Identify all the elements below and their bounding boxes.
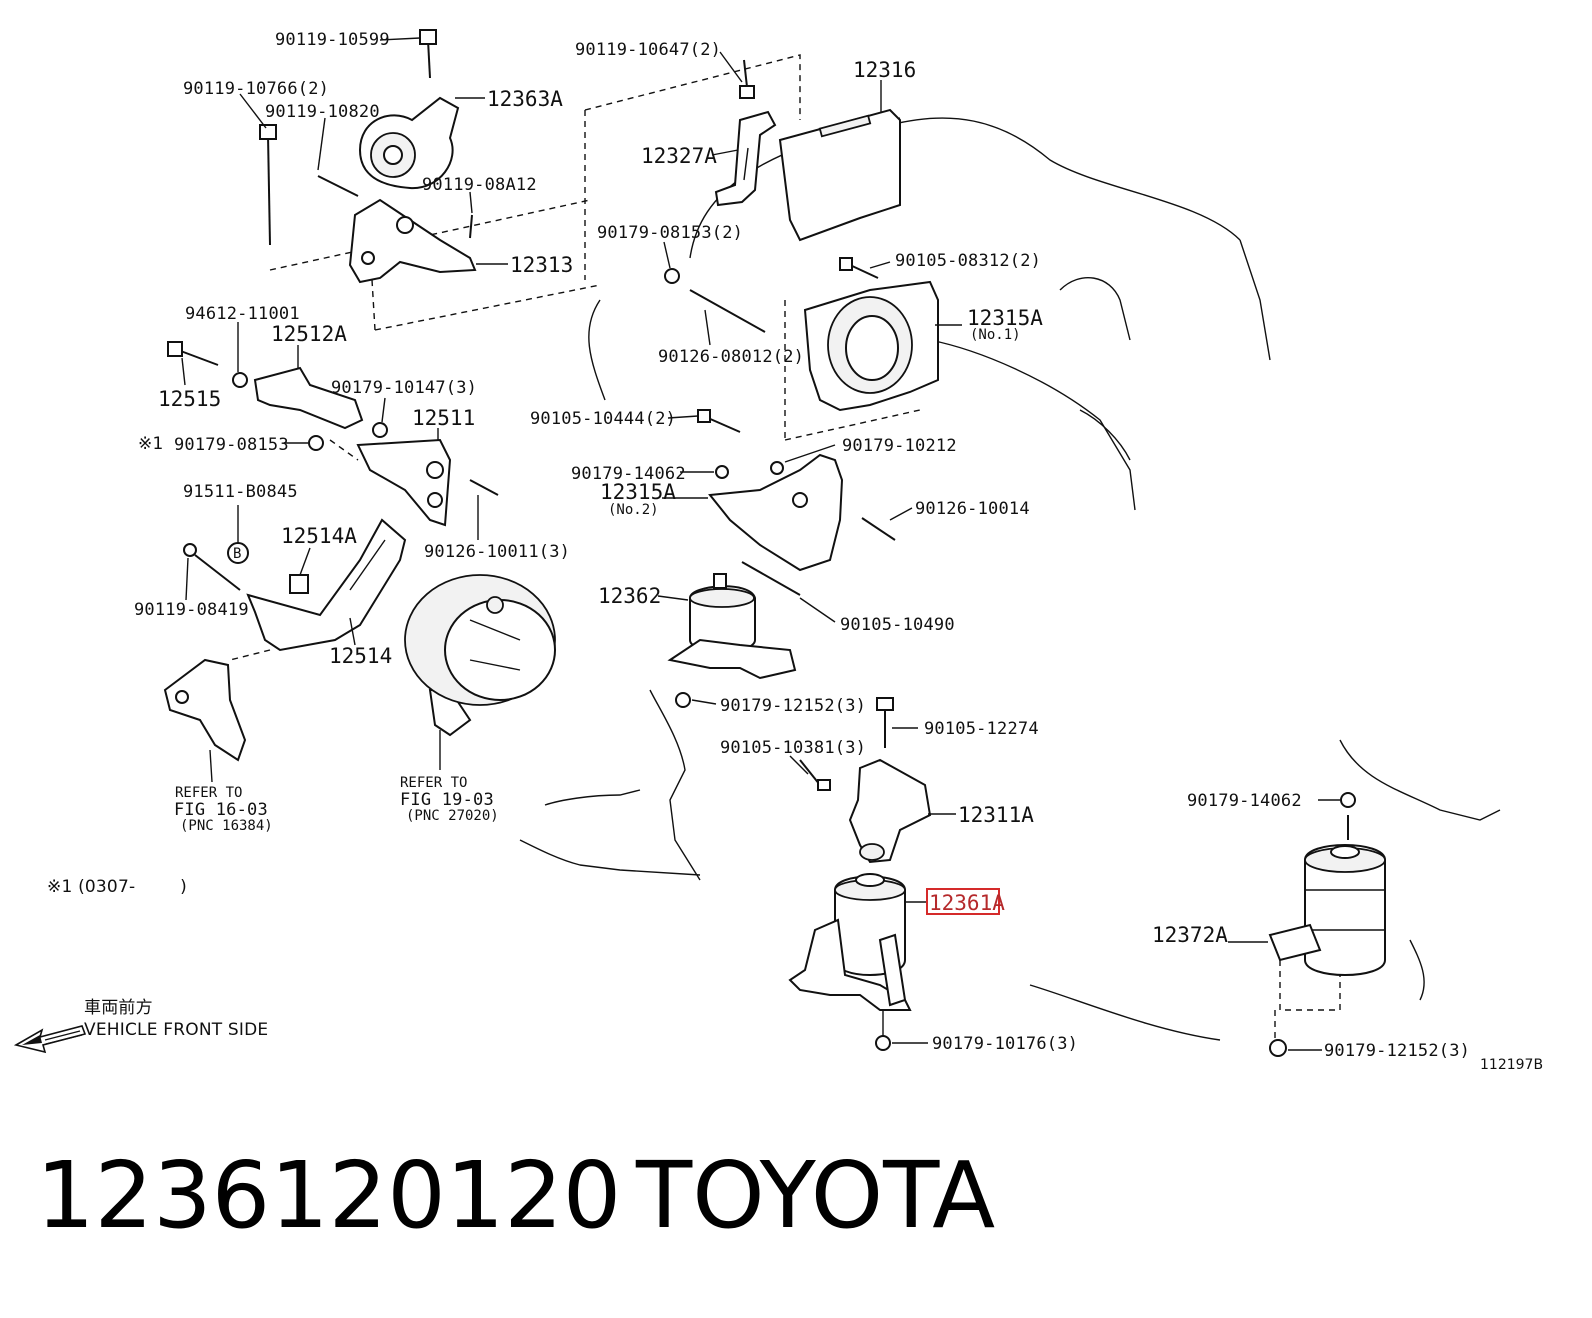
notes: ※1 (0307- ) 車両前方 VEHICLE FRONT SIDE: [47, 877, 268, 1040]
callout-12362: 12362: [598, 584, 661, 608]
group-12315A-no1: [663, 241, 962, 441]
callout-12515: 12515: [158, 387, 221, 411]
refer-1-line1: REFER TO: [175, 785, 242, 801]
callout-90105-10444: 90105-10444(2): [530, 409, 676, 429]
callout-12313: 12313: [510, 253, 573, 277]
callout-12315A-no2: 12315A: [600, 480, 676, 504]
callout-12363A: 12363A: [487, 87, 563, 111]
callout-90105-08312: 90105-08312(2): [895, 251, 1041, 271]
callout-12511: 12511: [412, 406, 475, 430]
refer-2-line2: FIG 19-03: [400, 790, 494, 810]
vehicle-front-jp: 車両前方: [84, 998, 153, 1018]
highlight-box-12361A: [926, 888, 1000, 915]
callout-12315A-no1: 12315A: [967, 306, 1043, 330]
callout-12514: 12514: [329, 644, 392, 668]
callout-90179-12152-a: 90179-12152(3): [720, 696, 866, 716]
callout-labels: 90119-10599 90119-10766(2) 12363A 90119-…: [134, 30, 1543, 1073]
callout-94612-11001: 94612-11001: [185, 304, 300, 324]
callout-90126-10014: 90126-10014: [915, 499, 1030, 519]
callout-no1: (No.1): [970, 327, 1021, 343]
callout-90119-08A12: 90119-08A12: [422, 175, 537, 195]
callout-90105-10490: 90105-10490: [840, 615, 955, 635]
callout-90126-08012: 90126-08012(2): [658, 347, 804, 367]
callout-90119-10647: 90119-10647(2): [575, 40, 721, 60]
callout-90179-14062-a: 90179-14062: [571, 464, 686, 484]
refer-2-line1: REFER TO: [400, 775, 467, 791]
brand-title: TOYOTA: [636, 1142, 996, 1249]
callout-12361A: 12361A: [929, 891, 1005, 915]
callout-12372A: 12372A: [1152, 923, 1228, 947]
footnote-text: ※1 (0307- ): [47, 877, 187, 897]
callout-90179-10212: 90179-10212: [842, 436, 957, 456]
refer-1-line2: FIG 16-03: [174, 800, 268, 820]
group-12372A: [1228, 792, 1386, 1057]
refer-labels: REFER TO FIG 16-03 (PNC 16384) REFER TO …: [174, 775, 499, 834]
group-12363A-12313: [239, 29, 601, 331]
callout-12327A: 12327A: [641, 144, 717, 168]
alternator: [404, 574, 556, 770]
group-12311A-12361A: [788, 697, 956, 1051]
callout-90179-10147: 90179-10147(3): [331, 378, 477, 398]
callout-12514A: 12514A: [281, 524, 357, 548]
callout-90179-14062-b: 90179-14062: [1187, 791, 1302, 811]
vehicle-front-en: VEHICLE FRONT SIDE: [84, 1020, 268, 1040]
callout-90126-10011: 90126-10011(3): [424, 542, 570, 562]
callout-91511-B0845: 91511-B0845: [183, 482, 298, 502]
callout-12316: 12316: [853, 58, 916, 82]
callout-note-mark: ※1: [138, 434, 163, 454]
refer-2-line3: (PNC 27020): [406, 808, 499, 824]
callout-no2: (No.2): [608, 502, 659, 518]
callout-90179-10176: 90179-10176(3): [932, 1034, 1078, 1054]
callout-90105-12274: 90105-12274: [924, 719, 1039, 739]
group-12514: [163, 505, 407, 783]
engine-outline: [519, 117, 1501, 1041]
group-12316-12327A: [584, 51, 901, 280]
part-number-title: 1236120120: [36, 1142, 622, 1249]
callout-B: B: [233, 546, 241, 562]
callout-90179-12152-b: 90179-12152(3): [1324, 1041, 1470, 1061]
callout-90119-10820: 90119-10820: [265, 102, 380, 122]
diagram-id: 112197B: [1480, 1057, 1543, 1073]
refer-1-line3: (PNC 16384): [180, 818, 273, 834]
callout-90119-10766: 90119-10766(2): [183, 79, 329, 99]
group-12315A-no2-12362: [657, 409, 913, 708]
callout-90105-10381: 90105-10381(3): [720, 738, 866, 758]
callout-90179-08153: 90179-08153: [174, 435, 289, 455]
callout-12512A: 12512A: [271, 322, 347, 346]
callout-90119-10599: 90119-10599: [275, 30, 390, 50]
callout-12311A: 12311A: [958, 803, 1034, 827]
group-12512A-12511: [167, 322, 499, 540]
callout-90179-08153-2: 90179-08153(2): [597, 223, 743, 243]
callout-90119-08419: 90119-08419: [134, 600, 249, 620]
vehicle-front-arrow-icon: [13, 1025, 87, 1054]
